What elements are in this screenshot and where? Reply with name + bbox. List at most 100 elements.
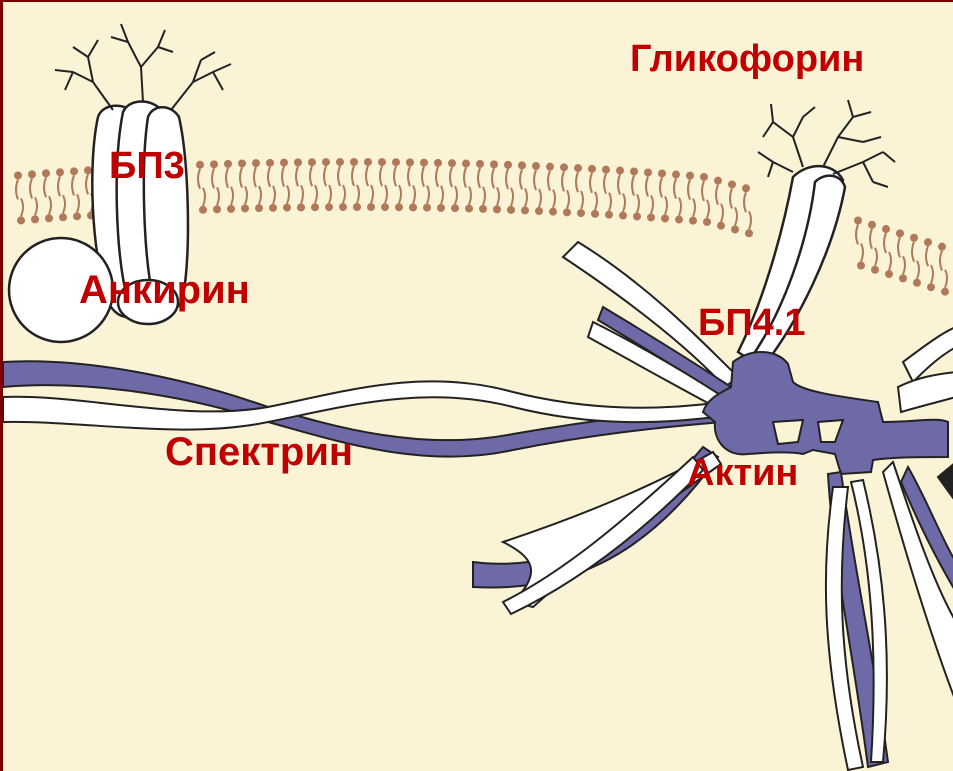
lipid-head (56, 168, 64, 176)
lipid-head (14, 171, 22, 179)
lipid-head (532, 162, 540, 170)
lipid-head (616, 167, 624, 175)
lipid-head (336, 158, 344, 166)
lipid-head (378, 158, 386, 166)
lipid-head (73, 212, 81, 220)
lipid-tail (912, 242, 914, 262)
lipid-tail (562, 171, 564, 191)
lipid-head (465, 205, 473, 213)
lipid-head (602, 166, 610, 174)
lipid-head (28, 170, 36, 178)
glycophorin-label: Гликофорин (630, 40, 864, 78)
lipid-head (899, 274, 907, 282)
lipid-tail (688, 180, 690, 200)
lipid-head (717, 222, 725, 230)
lipid-head (633, 212, 641, 220)
lipid-tail (399, 185, 401, 203)
lipid-tail (203, 188, 205, 206)
lipid-head (672, 171, 680, 179)
lipid-tail (632, 175, 634, 195)
lipid-head (17, 216, 25, 224)
lipid-head (560, 163, 568, 171)
lipid-head (574, 164, 582, 172)
lipid-tail (366, 166, 368, 186)
lipid-tail (590, 173, 592, 193)
lipid-tail (646, 176, 648, 196)
lipid-tail (16, 179, 18, 199)
lipid-head (238, 159, 246, 167)
lipid-head (31, 215, 39, 223)
lipid-tail (665, 196, 667, 214)
lipid-head (910, 234, 918, 242)
lipid-tail (693, 199, 695, 217)
lipid-tail (35, 197, 37, 215)
lipid-tail (875, 248, 877, 266)
lipid-tail (483, 187, 485, 205)
lipid-head (546, 163, 554, 171)
lipid-tail (63, 195, 65, 213)
lipid-tail (478, 168, 480, 188)
lipid-head (504, 161, 512, 169)
lipid-head (577, 209, 585, 217)
lipid-tail (226, 168, 228, 188)
diagram-graphics (3, 2, 953, 771)
lipid-tail (282, 167, 284, 187)
lipid-tail (735, 207, 737, 225)
lipid-tail (618, 175, 620, 195)
lipid-head (381, 203, 389, 211)
lipid-head (644, 168, 652, 176)
lipid-head (658, 169, 666, 177)
lipid-tail (898, 237, 900, 257)
lipid-tail (492, 168, 494, 188)
lipid-tail (707, 200, 709, 218)
lipid-head (308, 158, 316, 166)
lipid-head (689, 217, 697, 225)
lipid-head (745, 229, 753, 237)
lipid-head (854, 217, 862, 225)
lipid-tail (744, 192, 746, 212)
lipid-tail (352, 166, 354, 186)
lipid-tail (72, 175, 74, 195)
lipid-tail (525, 188, 527, 206)
lipid-tail (730, 188, 732, 208)
lipid-tail (310, 166, 312, 186)
lipid-head (563, 208, 571, 216)
lipid-head (913, 279, 921, 287)
lipid-head (549, 208, 557, 216)
lipid-head (311, 203, 319, 211)
lipid-tail (380, 166, 382, 186)
lipid-head (350, 158, 358, 166)
lipid-head (213, 205, 221, 213)
ankyrin-label: Анкирин (79, 270, 250, 310)
lipid-head (630, 167, 638, 175)
lipid-tail (931, 265, 933, 283)
lipid-head (339, 203, 347, 211)
lipid-tail (903, 256, 905, 274)
lipid-head (224, 160, 232, 168)
lipid-tail (576, 172, 578, 192)
lipid-tail (273, 186, 275, 204)
lipid-head (280, 159, 288, 167)
lipid-tail (296, 166, 298, 186)
lipid-tail (315, 185, 317, 203)
lipid-head (269, 204, 277, 212)
lipid-head (353, 203, 361, 211)
lipid-tail (702, 181, 704, 201)
lipid-head (479, 205, 487, 213)
lipid-head (367, 203, 375, 211)
lower-strands (826, 472, 888, 770)
lipid-head (451, 204, 459, 212)
lipid-tail (436, 167, 438, 187)
lipid-head (252, 159, 260, 167)
lipid-tail (861, 244, 863, 262)
lipid-tail (497, 187, 499, 205)
lipid-head (619, 212, 627, 220)
lipid-head (210, 160, 218, 168)
lipid-tail (595, 192, 597, 210)
lipid-head (364, 158, 372, 166)
lipid-tail (357, 185, 359, 203)
lipid-tail (441, 186, 443, 204)
lipid-tail (49, 196, 51, 214)
lipid-tail (660, 177, 662, 197)
lipid-head (227, 205, 235, 213)
